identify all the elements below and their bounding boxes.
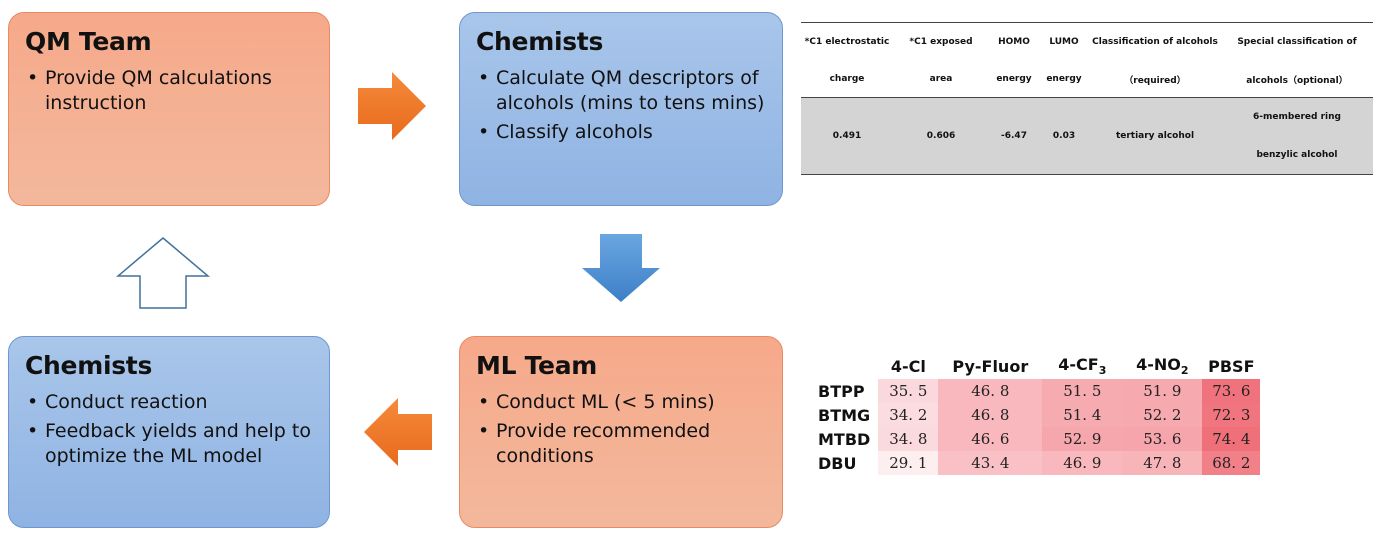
heatmap-corner [818,355,878,379]
chemists-bottom-title: Chemists [25,351,153,380]
heatmap-cell: 74. 4 [1202,427,1261,452]
area-value: 0.606 [893,97,989,175]
left-arrow-icon [364,398,432,466]
qm-team-list: Provide QM calculations instruction [25,66,313,116]
heatmap-cell: 46. 6 [938,427,1043,452]
ml-team-item: Provide recommended conditions [476,419,766,469]
classification-value: tertiary alcohol [1089,97,1221,175]
homo-value: -6.47 [989,97,1039,175]
heatmap-cell: 46. 9 [1042,451,1123,476]
heatmap-column-label: Py-Fluor [952,356,1029,376]
chemists-bottom-box: Chemists Conduct reaction Feedback yield… [8,336,330,528]
heatmap-cell: 51. 4 [1042,403,1123,428]
right-arrow-icon [358,72,426,140]
chemists-top-list: Calculate QM descriptors of alcohols (mi… [476,66,766,145]
heatmap-column-label: 4-Cl [890,356,926,376]
chemists-top-item: Calculate QM descriptors of alcohols (mi… [476,66,766,116]
qm-team-title: QM Team [25,27,152,56]
heatmap-row-label: BTPP [818,381,865,401]
special-classification-cell: 6-membered ring benzylic alcohol [1221,97,1373,175]
heatmap-row-label: BTMG [818,405,871,425]
heatmap-cell: 46. 8 [938,403,1043,428]
heatmap-cell: 51. 9 [1122,379,1203,404]
qm-team-item: Provide QM calculations instruction [25,66,313,116]
heatmap-cell: 53. 6 [1122,427,1203,452]
lumo-value: 0.03 [1039,97,1089,175]
header-line2: alcohols（optional） [1221,61,1373,98]
special-classification-value: 6-membered ring [1253,112,1341,122]
heatmap-cell: 52. 9 [1042,427,1123,452]
heatmap-column-label: PBSF [1208,356,1255,376]
header-line2: area [893,61,989,98]
heatmap-cell: 73. 6 [1202,379,1261,404]
chemists-top-title: Chemists [476,27,604,56]
heatmap-cell: 29. 1 [878,451,939,476]
heatmap-cell: 52. 2 [1122,403,1203,428]
header-line2: energy [1039,61,1089,98]
heatmap-row-label: DBU [818,453,857,473]
ml-team-title: ML Team [476,351,598,380]
qm-team-box: QM Team Provide QM calculations instruct… [8,12,330,206]
header-line1: Special classification of [1221,22,1373,61]
special-classification-value: benzylic alcohol [1256,150,1338,160]
heatmap-row-label: MTBD [818,429,871,449]
header-line2: charge [801,61,893,98]
heatmap-cell: 34. 2 [878,403,939,428]
table-row: 0.491 0.606 -6.47 0.03 tertiary alcohol … [801,97,1373,175]
heatmap-cell: 51. 5 [1042,379,1123,404]
heatmap-column-label: 4-NO2 [1136,355,1189,378]
qm-descriptor-table: *C1 electrostatic *C1 exposed HOMO LUMO … [801,22,1373,175]
header-line1: *C1 electrostatic [801,22,893,61]
heatmap-cell: 47. 8 [1122,451,1203,476]
chemists-bottom-list: Conduct reaction Feedback yields and hel… [25,390,313,469]
heatmap-cell: 35. 5 [878,379,939,404]
ml-team-box: ML Team Conduct ML (< 5 mins) Provide re… [459,336,783,528]
heatmap-column-label: 4-CF3 [1058,355,1107,378]
up-arrow-icon [116,237,210,309]
header-line1: HOMO [989,22,1039,61]
heatmap-cell: 68. 2 [1202,451,1261,476]
header-line2: （required） [1089,61,1221,98]
down-arrow-icon [582,234,660,302]
chemists-bottom-item: Conduct reaction [25,390,313,415]
header-line1: *C1 exposed [893,22,989,61]
heatmap-cell: 46. 8 [938,379,1043,404]
heatmap-cell: 34. 8 [878,427,939,452]
chemists-bottom-item: Feedback yields and help to optimize the… [25,419,313,469]
heatmap-cell: 43. 4 [938,451,1043,476]
heatmap-cell: 72. 3 [1202,403,1261,428]
header-line1: Classification of alcohols [1089,22,1221,61]
ml-team-item: Conduct ML (< 5 mins) [476,390,766,415]
chemists-top-box: Chemists Calculate QM descriptors of alc… [459,12,783,206]
header-line2: energy [989,61,1039,98]
charge-value: 0.491 [801,97,893,175]
chemists-top-item: Classify alcohols [476,120,766,145]
ml-team-list: Conduct ML (< 5 mins) Provide recommende… [476,390,766,469]
header-line1: LUMO [1039,22,1089,61]
